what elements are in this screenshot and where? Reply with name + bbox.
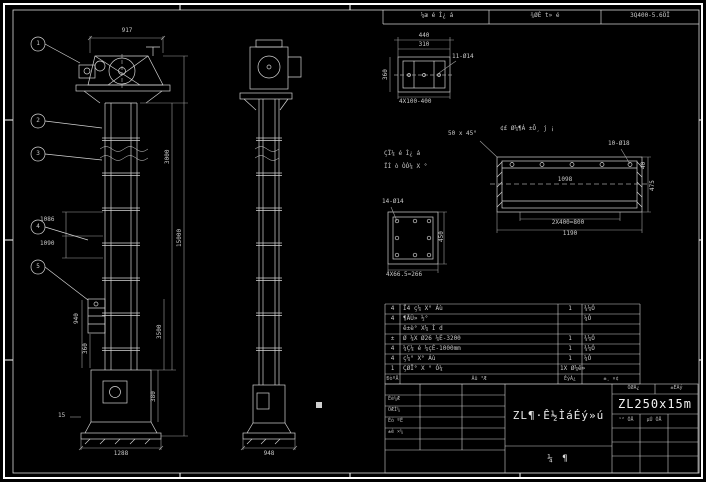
product-title: ZL¶·Ê½ÌáÉý»ú — [512, 409, 605, 422]
header-cell-3: 3Q400-5.6ÖÏ — [630, 12, 670, 19]
detail-channel-dim-lines — [389, 37, 457, 99]
balloon-4: 4 — [36, 223, 40, 230]
field-check: Éó ºË — [388, 418, 404, 424]
dim-475: 475 — [649, 180, 656, 191]
parts-cell: ÇØÏ° X ° Ó¼ — [403, 365, 443, 372]
dim-310: 310 — [418, 41, 430, 48]
dim-1090: 1090 — [40, 240, 55, 247]
dim-940: 940 — [73, 313, 80, 324]
side-view-linework — [239, 39, 322, 445]
holes-note-10-d18: 10-Ø18 — [608, 140, 630, 147]
dim-3500: 3500 — [156, 324, 163, 339]
parts-cell: ± — [390, 335, 395, 342]
parts-cell: 4 — [390, 355, 395, 362]
dim-4x100-400: 4X100-400 — [399, 98, 432, 105]
dim-440: 440 — [418, 32, 430, 39]
chamfer-note: 50 x 45° — [448, 130, 477, 137]
dim-360-channel: 360 — [382, 69, 389, 80]
dim-1086: 1086 — [40, 216, 55, 223]
parts-cell: 4 — [390, 345, 395, 352]
parts-cell: Ï4 ç¼ X° Áù — [403, 305, 443, 312]
dim-380: 380 — [150, 391, 157, 402]
parts-cell: ¼Ó — [584, 315, 592, 322]
balloon-2: 2 — [36, 117, 40, 124]
header-cell-1: ¼æ é Ì¿ á — [420, 12, 454, 19]
side-view-dim-lines — [240, 439, 298, 451]
field-standard: ±ê ×¼ — [388, 429, 404, 435]
header-cell-2: ¾ØÈ t» é — [530, 12, 560, 19]
detail-beam-linework — [490, 156, 648, 213]
parts-cell: 1 — [568, 335, 572, 342]
parts-header-remark: ±¸ ×¢ — [603, 376, 619, 382]
header-strip-grid — [382, 10, 699, 25]
parts-cell: 1 — [568, 305, 572, 312]
dim-360: 360 — [82, 343, 89, 354]
detail-plate-dim-lines — [387, 206, 447, 273]
model-number: ZL250x15m — [617, 397, 693, 411]
dim-948: 948 — [263, 450, 275, 457]
field-draw: ÖÆÍ¼ — [388, 407, 401, 413]
sheet-total-label: ¹² ÕÅ — [618, 417, 634, 423]
parts-cell: ¾¼Ó — [584, 305, 595, 312]
parts-cell: ¼Ó — [584, 355, 592, 362]
parts-cell: ¶ÅÜ» ½° — [403, 315, 429, 322]
parts-header-qty: ÊýÁ¿ — [563, 376, 577, 382]
dim-1288: 1288 — [113, 450, 129, 457]
balloon-callouts — [30, 36, 103, 301]
dim-3000: 3000 — [164, 149, 171, 164]
balloon-1: 1 — [36, 40, 40, 47]
dim-917: 917 — [121, 27, 133, 34]
parts-cell: 1 — [390, 365, 395, 372]
field-design: Éè¼Æ — [388, 396, 401, 402]
parts-header-no: ÐòºÅ — [386, 376, 399, 382]
holes-note-11-d14: 11-Ø14 — [452, 53, 474, 60]
parts-cell: 4 — [390, 315, 395, 322]
parts-cell: ê±è° X¼ Ì d — [403, 325, 443, 332]
plate-caption-1: ÇÏ¼ é Ì¿ á — [384, 150, 421, 157]
detail-plate-linework — [387, 211, 439, 265]
front-view-dim-lines — [62, 35, 188, 451]
weight-label: ÖØÁ¿ — [627, 385, 640, 391]
detail-beam-dim-lines — [479, 140, 651, 233]
dim-1098: 1098 — [557, 176, 573, 183]
scale-label: ±ÈÀý — [670, 385, 683, 391]
dim-450: 450 — [438, 231, 445, 242]
dim-40: 40 — [640, 161, 647, 169]
parts-cell: 1 — [568, 355, 572, 362]
parts-cell: ¼Ç¼ é ¼çÉ-1000mm — [403, 345, 461, 352]
sheet-no-label: µÚ ÕÅ — [646, 417, 662, 423]
parts-cell: 1X Ø¼ê» — [560, 365, 586, 372]
dim-4x66: 4X66.5=266 — [386, 271, 423, 278]
holes-note-14-d14: 14-Ø14 — [382, 198, 404, 205]
front-view-linework — [75, 46, 171, 445]
parts-cell: ç¼° X° Áù — [403, 355, 436, 362]
dim-2x400-800: 2X400=800 — [551, 219, 585, 226]
parts-cell: 4 — [390, 305, 395, 312]
sheet-frame — [3, 3, 703, 479]
parts-cell: 1 — [568, 345, 572, 352]
parts-cell: ¾¼Ó — [584, 335, 595, 342]
detail-channel-linework — [394, 56, 454, 93]
parts-cell: ¾¼Ó — [584, 345, 595, 352]
parts-header-name: Ãû ³Æ — [471, 376, 487, 382]
balloon-5: 5 — [36, 263, 40, 270]
balloon-3: 3 — [36, 150, 40, 157]
drawing-type-label: ¼ ¶ — [547, 454, 570, 464]
plate-caption-2: ÏÍ ò ÒÓ¼ X ° — [384, 163, 428, 170]
dim-1190: 1190 — [562, 230, 578, 237]
dim-15: 15 — [58, 412, 66, 419]
dim-15000: 15000 — [176, 228, 183, 247]
title-block-grid — [384, 383, 699, 474]
parts-cell: Ø ¼X Ø26 ¼É-3200 — [403, 335, 461, 342]
beam-caption: ¢£ Ø¼¶Á ±Ô¸ j ¡ — [500, 125, 555, 132]
